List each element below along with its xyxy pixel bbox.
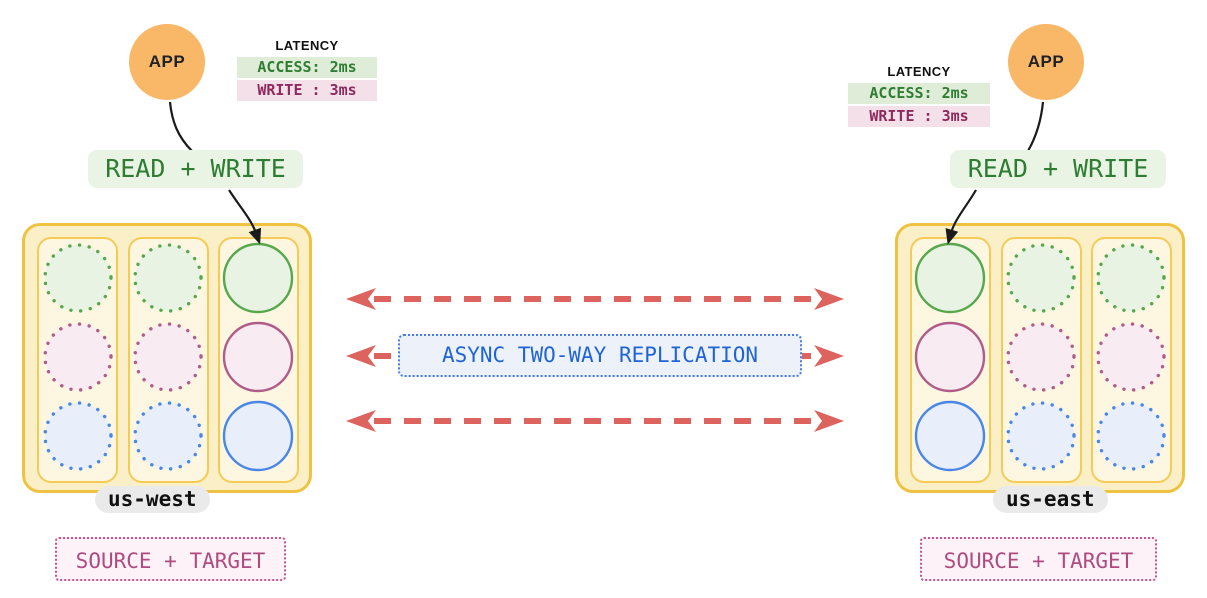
latency-access-row: ACCESS: 2ms <box>237 57 377 78</box>
arrowhead-right-icon <box>814 410 844 432</box>
read-write-label-east: READ + WRITE <box>950 150 1166 188</box>
db-column-primary <box>910 237 991 483</box>
latency-title: LATENCY <box>275 38 339 53</box>
arrowhead-right-icon <box>814 288 844 310</box>
app-label: APP <box>148 52 186 71</box>
db-column-replica <box>1091 237 1172 483</box>
db-column-replica <box>128 237 209 483</box>
latency-write-row: WRITE : 3ms <box>237 80 377 101</box>
app-label: APP <box>1027 52 1065 71</box>
app-node-west: APP <box>129 24 205 100</box>
latency-panel-west: LATENCY ACCESS: 2ms WRITE : 3ms <box>237 38 377 103</box>
arrowhead-left-icon <box>346 410 376 432</box>
app-flow-curve <box>1027 101 1045 152</box>
region-name-us-east: us-east <box>993 486 1108 513</box>
arrowhead-right-icon <box>814 345 844 367</box>
latency-panel-east: LATENCY ACCESS: 2ms WRITE : 3ms <box>848 64 990 129</box>
read-write-label-west: READ + WRITE <box>88 150 303 188</box>
replication-arrow <box>346 410 844 432</box>
arrowhead-left-icon <box>346 288 376 310</box>
cluster-us-east <box>895 223 1185 493</box>
latency-write-row: WRITE : 3ms <box>848 106 990 127</box>
arrowhead-left-icon <box>346 345 376 367</box>
replication-arrow <box>346 288 844 310</box>
cluster-us-west <box>22 223 312 493</box>
replication-label: ASYNC TWO-WAY REPLICATION <box>398 334 802 377</box>
role-badge-west: SOURCE + TARGET <box>55 537 286 581</box>
app-node-east: APP <box>1008 24 1084 100</box>
app-flow-curve <box>168 101 193 152</box>
region-name-us-west: us-west <box>95 486 210 513</box>
db-column-primary <box>218 237 299 483</box>
latency-title: LATENCY <box>887 64 951 79</box>
latency-access-row: ACCESS: 2ms <box>848 83 990 104</box>
role-badge-east: SOURCE + TARGET <box>920 537 1157 581</box>
db-column-replica <box>1001 237 1082 483</box>
db-column-replica <box>37 237 118 483</box>
